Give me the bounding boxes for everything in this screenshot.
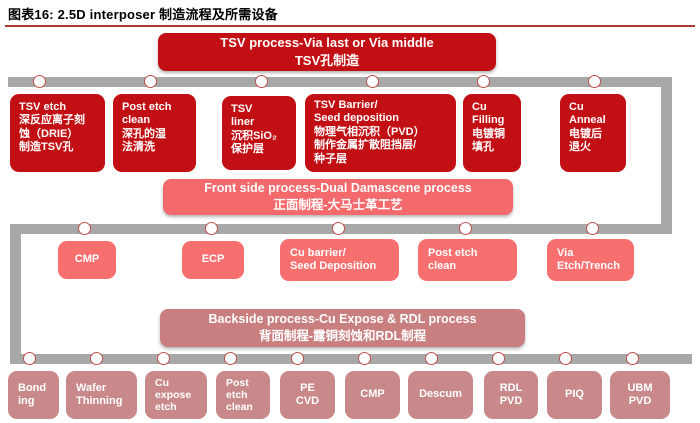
step-ubm-pvd: UBM PVD [610,371,670,419]
connector-node [358,352,371,365]
step-cu-anneal: Cu Anneal 电镀后 退火 [560,94,626,172]
connector-node [586,222,599,235]
connector-node [626,352,639,365]
figure-title: 图表16: 2.5D interposer 制造流程及所需设备 [8,7,278,22]
step-cmp-front: CMP [58,241,116,279]
connector-node [425,352,438,365]
connector-bar-left-vertical [10,224,21,364]
connector-bar-right-vertical [661,77,672,234]
step-tsv-liner: TSV liner 沉积SiO₂ 保护层 [222,96,296,170]
connector-node [477,75,490,88]
connector-node [90,352,103,365]
connector-node [366,75,379,88]
connector-node [224,352,237,365]
connector-node [559,352,572,365]
step-cu-barrier-seed-deposition: Cu barrier/ Seed Deposition [280,239,399,281]
step-post-etch-clean-tsv: Post etch clean 深孔的湿 法清洗 [113,94,196,172]
step-cu-filling: Cu Filling 电镀铜 填孔 [463,94,521,172]
step-cmp-back: CMP [345,371,400,419]
tsv-process-banner: TSV process-Via last or Via middle TSV孔制… [158,33,496,71]
connector-node [291,352,304,365]
step-bonding: Bond ing [8,371,59,419]
step-rdl-pvd: RDL PVD [484,371,538,419]
connector-node [459,222,472,235]
connector-node [157,352,170,365]
connector-bar-top [8,77,672,87]
connector-node [492,352,505,365]
step-tsv-barrier-seed-deposition: TSV Barrier/ Seed deposition 物理气相沉积（PVD）… [305,94,456,172]
connector-node [332,222,345,235]
backside-process-banner: Backside process-Cu Expose & RDL process… [160,309,525,347]
connector-node [255,75,268,88]
front-side-process-banner: Front side process-Dual Damascene proces… [163,179,513,215]
connector-node [33,75,46,88]
connector-node [588,75,601,88]
step-wafer-thinning: Wafer Thinning [66,371,137,419]
step-piq: PIQ [547,371,602,419]
step-ecp: ECP [182,241,244,279]
step-post-etch-clean-front: Post etch clean [418,239,517,281]
connector-node [78,222,91,235]
step-via-etch-trench: Via Etch/Trench [547,239,634,281]
title-divider [5,25,695,27]
step-cu-expose-etch: Cu expose etch [145,371,207,419]
connector-node [23,352,36,365]
step-tsv-etch: TSV etch 深反应离子刻 蚀（DRIE） 制造TSV孔 [10,94,105,172]
step-post-etch-clean-back: Post etch clean [216,371,270,419]
step-descum: Descum [408,371,473,419]
connector-node [144,75,157,88]
connector-node [205,222,218,235]
step-pe-cvd: PE CVD [280,371,335,419]
connector-bar-bottom [10,354,692,364]
